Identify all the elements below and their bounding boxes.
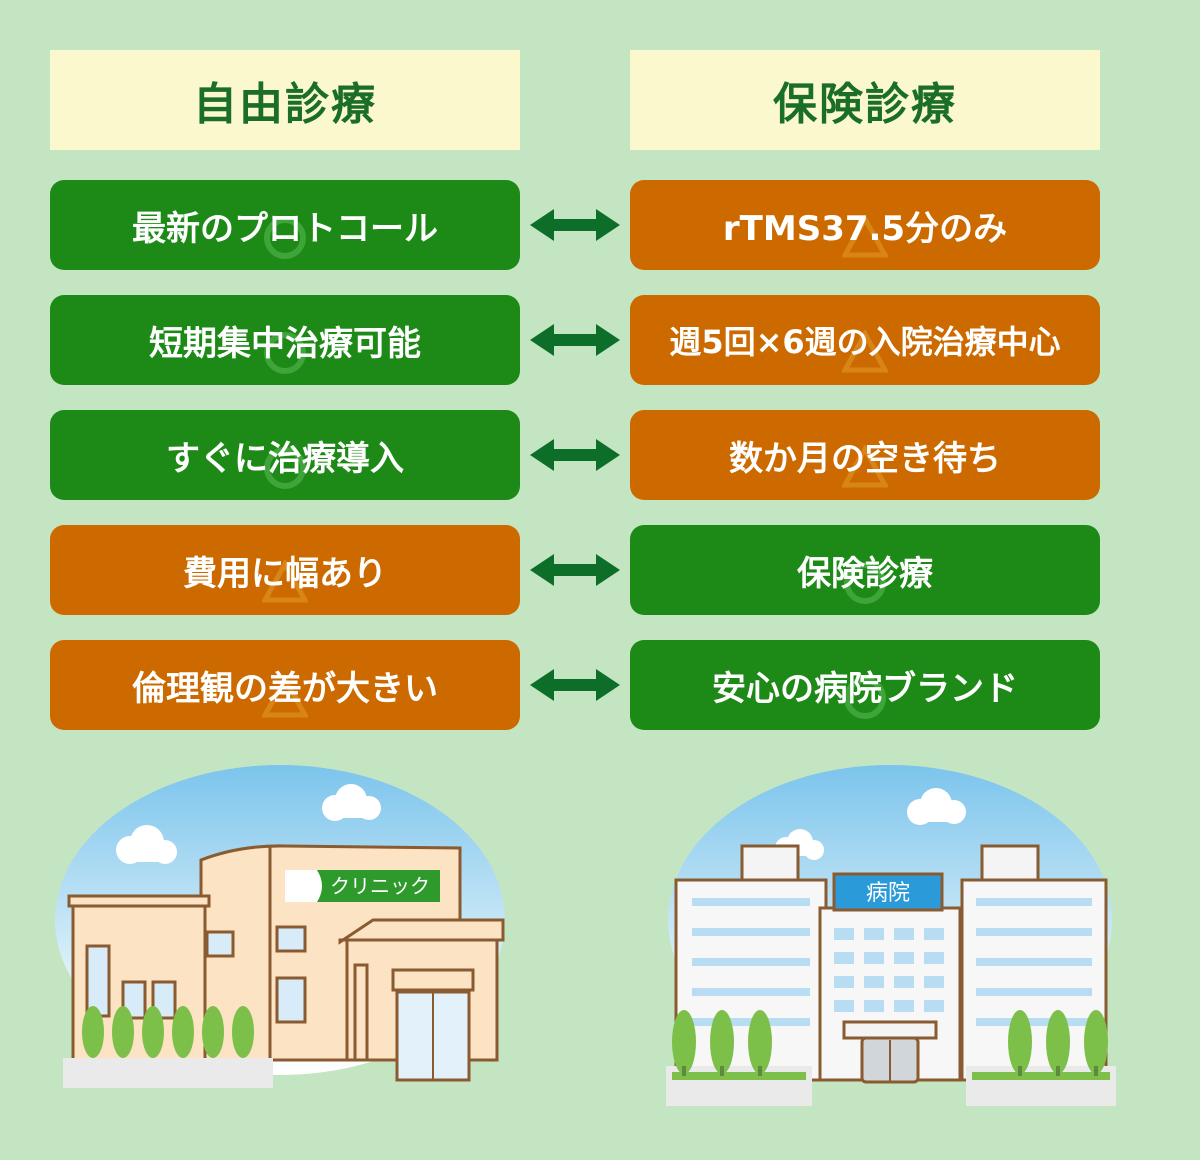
cloud <box>322 784 381 821</box>
left-item-5: 倫理観の差が大きい <box>50 640 520 730</box>
right-item-4-label: 保険診療 <box>797 553 933 594</box>
left-item-2-label: 短期集中治療可能 <box>149 323 421 364</box>
right-item-2: 週5回×6週の入院治療中心 <box>630 295 1100 385</box>
left-item-5-label: 倫理観の差が大きい <box>132 668 438 709</box>
double-arrow-icon <box>530 669 620 701</box>
circle-mark-icon <box>844 677 886 719</box>
double-arrow-icon <box>530 209 620 241</box>
right-item-5-label: 安心の病院ブランド <box>712 668 1018 709</box>
right-item-3-label: 数か月の空き待ち <box>729 438 1001 479</box>
double-arrow-icon <box>530 324 620 356</box>
trees <box>672 1010 1108 1074</box>
right-item-1-label: rTMS37.5分のみ <box>722 208 1008 249</box>
right-item-5: 安心の病院ブランド <box>630 640 1100 730</box>
left-item-4-label: 費用に幅あり <box>183 553 387 594</box>
header-insurance-treatment: 保険診療 <box>630 50 1100 150</box>
clinic-sign-label: クリニック <box>330 874 430 898</box>
left-item-3: すぐに治療導入 <box>50 410 520 500</box>
triangle-mark-icon <box>842 215 888 258</box>
left-item-4: 費用に幅あり <box>50 525 520 615</box>
right-item-4: 保険診療 <box>630 525 1100 615</box>
circle-mark-icon <box>264 447 306 489</box>
cloud <box>116 825 177 864</box>
clinic-sign: クリニック <box>285 870 440 902</box>
clinic-illustration: クリニック <box>55 765 505 1088</box>
left-item-2: 短期集中治療可能 <box>50 295 520 385</box>
left-item-1-label: 最新のプロトコール <box>132 208 438 249</box>
circle-mark-icon <box>844 562 886 604</box>
circle-mark-icon <box>264 332 306 374</box>
left-item-1: 最新のプロトコール <box>50 180 520 270</box>
right-item-2-label: 週5回×6週の入院治療中心 <box>669 323 1061 361</box>
triangle-mark-icon <box>262 560 308 603</box>
trees <box>82 1006 254 1058</box>
triangle-mark-icon <box>262 675 308 718</box>
triangle-mark-icon <box>842 445 888 488</box>
double-arrow-icon <box>530 554 620 586</box>
double-arrow-icon <box>530 439 620 471</box>
left-item-3-label: すぐに治療導入 <box>166 438 404 479</box>
hospital-illustration: 病院 <box>666 765 1116 1106</box>
right-item-1: rTMS37.5分のみ <box>630 180 1100 270</box>
hospital-sign: 病院 <box>832 872 944 912</box>
circle-mark-icon <box>264 217 306 259</box>
right-item-3: 数か月の空き待ち <box>630 410 1100 500</box>
header-free-treatment: 自由診療 <box>50 50 520 150</box>
triangle-mark-icon <box>842 330 888 373</box>
hospital-sign-label: 病院 <box>866 881 910 906</box>
cloud <box>907 788 966 825</box>
